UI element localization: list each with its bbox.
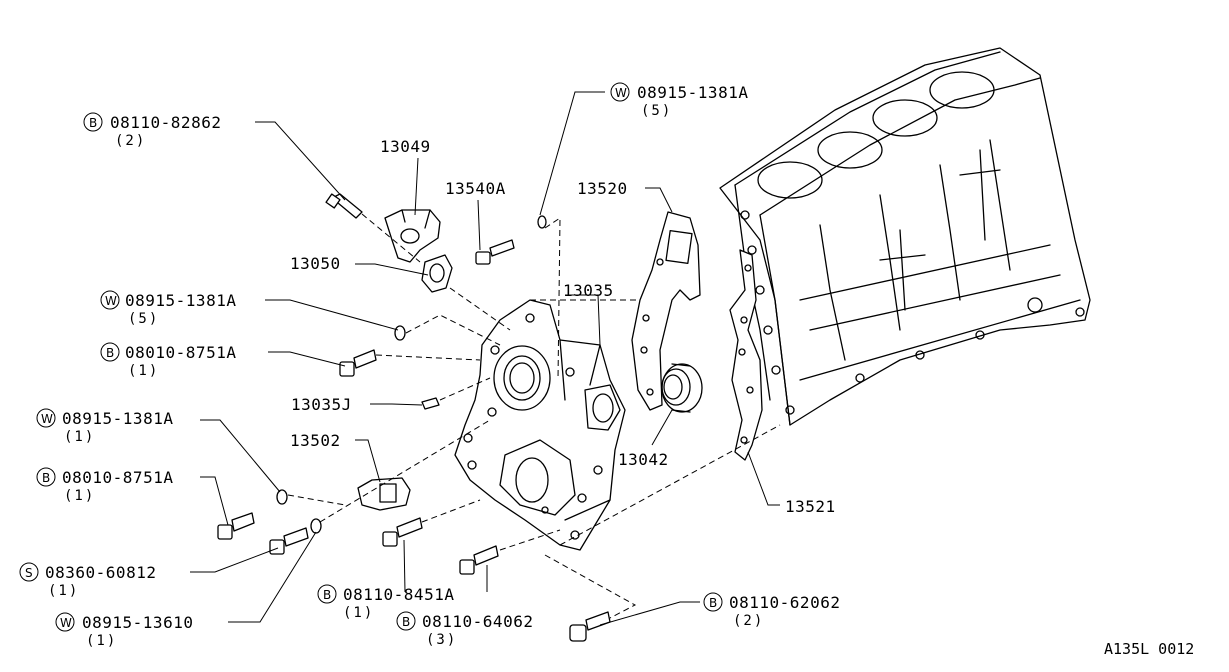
water-outlet-13049 — [384, 209, 441, 263]
washer-badge-icon — [55, 612, 75, 632]
svg-text:(5): (5) — [641, 103, 672, 119]
svg-text:08110-62062: 08110-62062 — [729, 593, 840, 612]
gasket-13520 — [631, 211, 701, 411]
svg-text:B: B — [402, 615, 410, 629]
svg-text:B: B — [323, 588, 331, 602]
part-08915-1381A-low: W 08915-1381A (1) — [36, 408, 173, 445]
svg-text:(2): (2) — [733, 613, 764, 629]
washer-badge-icon — [36, 408, 56, 428]
engine-block — [719, 47, 1091, 426]
part-08110-82862: B 08110-82862 (2) — [83, 112, 221, 149]
label-13035: 13035 — [563, 281, 614, 300]
part-08110-62062: B 08110-62062 (2) — [703, 592, 840, 629]
part-08915-13610: W 08915-13610 (1) — [55, 612, 193, 649]
washer-badge-icon — [100, 290, 120, 310]
svg-text:W: W — [60, 616, 72, 630]
svg-text:W: W — [105, 294, 117, 308]
svg-text:(1): (1) — [343, 605, 374, 621]
part-08010-8751A-mid: B 08010-8751A (1) — [100, 342, 236, 379]
part-08915-1381A-top: W 08915-1381A (5) — [610, 82, 748, 119]
svg-text:08110-64062: 08110-64062 — [422, 612, 533, 631]
callout-labels: 13049 13540A 13520 13050 13035 13035J 13… — [290, 137, 836, 516]
part-08110-8451A: B 08110-8451A (1) — [317, 584, 454, 621]
svg-text:B: B — [42, 471, 50, 485]
svg-text:08915-13610: 08915-13610 — [82, 613, 193, 632]
svg-text:B: B — [106, 346, 114, 360]
label-13035J: 13035J — [291, 395, 352, 414]
label-13521: 13521 — [785, 497, 836, 516]
svg-text:(5): (5) — [128, 311, 159, 327]
svg-text:(1): (1) — [86, 633, 117, 649]
part-number-labels: B 08110-82862 (2) W 08915-1381A (5) W 08… — [19, 82, 840, 649]
svg-text:08010-8751A: 08010-8751A — [62, 468, 173, 487]
part-08110-64062: B 08110-64062 (3) — [396, 611, 533, 648]
svg-text:B: B — [709, 596, 717, 610]
screw-badge-icon — [19, 562, 39, 582]
part-08010-8751A-low: B 08010-8751A (1) — [36, 467, 173, 504]
svg-text:S: S — [25, 566, 33, 580]
svg-text:08915-1381A: 08915-1381A — [637, 83, 748, 102]
part-08360-60812: S 08360-60812 (1) — [19, 562, 156, 599]
bolt-badge-icon — [36, 467, 56, 487]
label-13042: 13042 — [618, 450, 669, 469]
svg-text:W: W — [41, 412, 53, 426]
svg-text:(1): (1) — [64, 429, 95, 445]
svg-text:08915-1381A: 08915-1381A — [125, 291, 236, 310]
svg-text:08110-82862: 08110-82862 — [110, 113, 221, 132]
oil-seal-13042 — [661, 363, 703, 413]
label-13520: 13520 — [577, 179, 628, 198]
svg-text:(2): (2) — [115, 133, 146, 149]
svg-text:08360-60812: 08360-60812 — [45, 563, 156, 582]
label-13540A: 13540A — [445, 179, 506, 198]
bolt-badge-icon — [703, 592, 723, 612]
bolt-badge-icon — [396, 611, 416, 631]
label-13502: 13502 — [290, 431, 341, 450]
svg-text:08010-8751A: 08010-8751A — [125, 343, 236, 362]
diagram-reference-code: A135L 0012 — [1104, 640, 1194, 658]
part-08915-1381A-mid: W 08915-1381A (5) — [100, 290, 236, 327]
gasket-13521 — [729, 249, 763, 461]
svg-text:08915-1381A: 08915-1381A — [62, 409, 173, 428]
label-13050: 13050 — [290, 254, 341, 273]
assembly-lines — [287, 213, 781, 619]
svg-text:B: B — [89, 116, 97, 130]
svg-text:(3): (3) — [426, 632, 457, 648]
bolt-badge-icon — [317, 584, 337, 604]
chain-tensioner-13502 — [357, 477, 411, 511]
leader-lines — [190, 91, 780, 626]
svg-text:(1): (1) — [48, 583, 79, 599]
svg-text:W: W — [615, 86, 627, 100]
svg-text:(1): (1) — [128, 363, 159, 379]
bolt-badge-icon — [83, 112, 103, 132]
washer-badge-icon — [610, 82, 630, 102]
svg-text:08110-8451A: 08110-8451A — [343, 585, 454, 604]
front-cover-13035 — [454, 299, 626, 551]
bolt-badge-icon — [100, 342, 120, 362]
svg-text:(1): (1) — [64, 488, 95, 504]
label-13049: 13049 — [380, 137, 431, 156]
gasket-13050 — [421, 254, 453, 293]
